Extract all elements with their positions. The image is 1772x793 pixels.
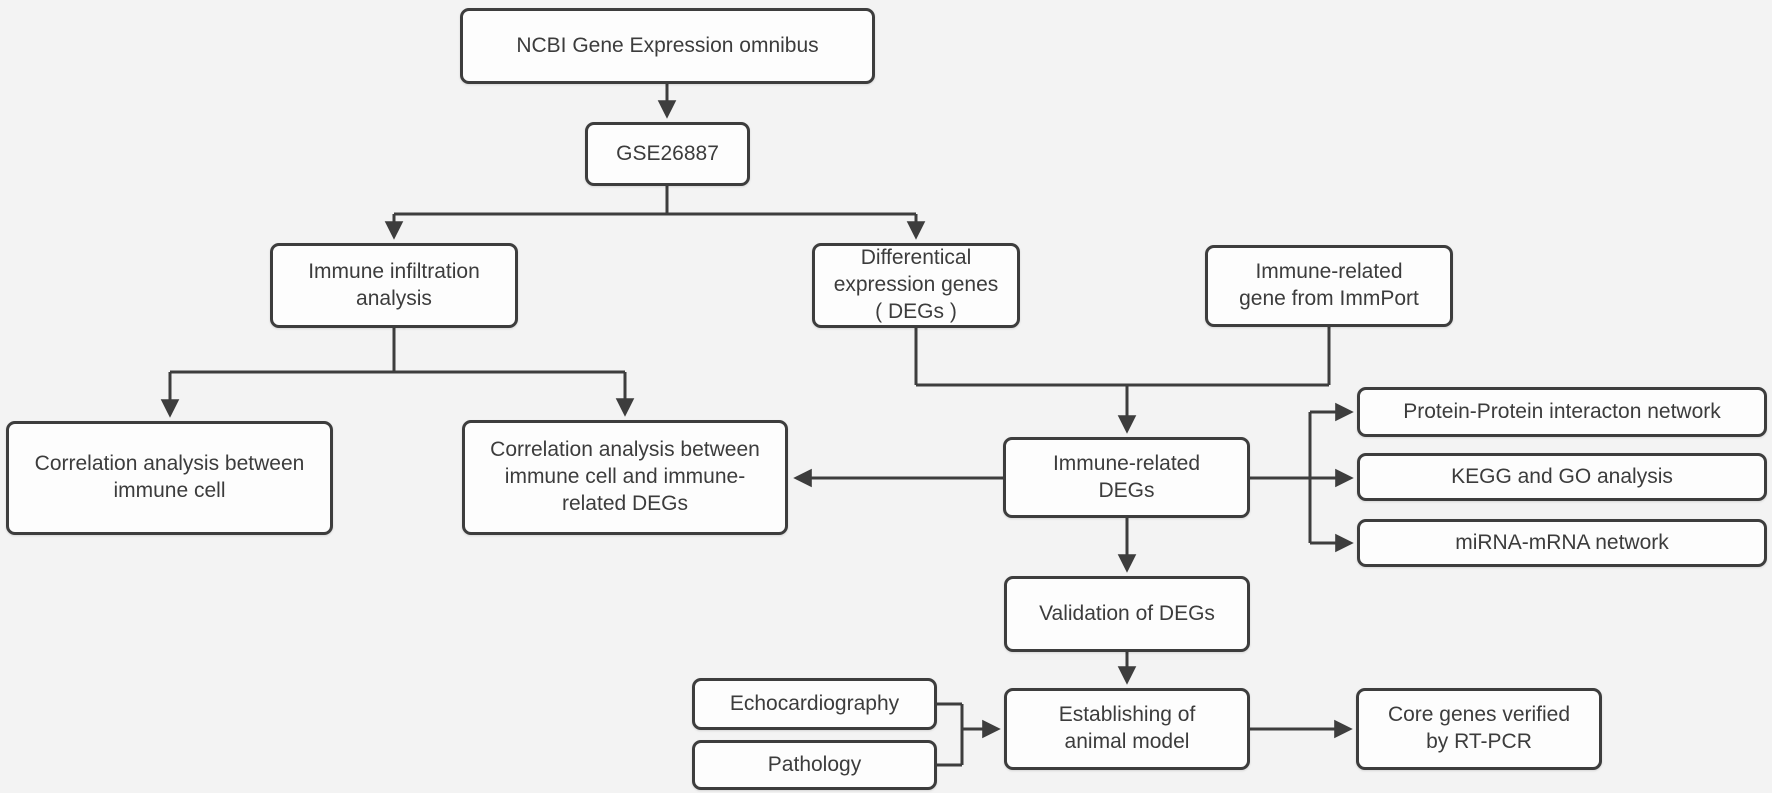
node-label: Validation of DEGs [1039,601,1215,625]
node-kegg-go-analysis: KEGG and GO analysis [1357,453,1767,501]
node-label: Immune-related DEGs [1052,451,1201,502]
node-label: GSE26887 [616,141,719,165]
node-label: Pathology [767,752,862,776]
node-establishing-animal-model: Establishing of animal model [1004,688,1250,770]
node-label: Differentical expression genes ( DEGs ) [833,246,999,323]
node-correlation-immune-cell-degs: Correlation analysis between immune cell… [462,420,788,535]
node-pathology: Pathology [692,740,937,790]
node-echocardiography: Echocardiography [692,678,937,730]
node-label: miRNA-mRNA network [1455,530,1669,554]
node-immune-related-degs: Immune-related DEGs [1003,437,1250,518]
node-gse26887: GSE26887 [585,122,750,186]
node-validation-of-degs: Validation of DEGs [1004,576,1250,652]
node-label: Correlation analysis between immune cell [34,452,305,502]
node-label: Establishing of animal model [1058,703,1196,753]
node-label: KEGG and GO analysis [1451,464,1673,488]
node-immune-infiltration-analysis: Immune infiltration analysis [270,243,518,328]
node-mirna-mrna-network: miRNA-mRNA network [1357,519,1767,567]
node-label: Immune infiltration analysis [308,259,480,310]
node-ncbi-geo: NCBI Gene Expression omnibus [460,8,875,84]
node-label: Core genes verified by RT-PCR [1387,703,1571,753]
node-immport-immune-genes: Immune-related gene from ImmPort [1205,245,1453,327]
node-label: Protein-Protein interacton network [1403,399,1721,423]
node-ppi-network: Protein-Protein interacton network [1357,387,1767,437]
node-core-genes-rtpcr: Core genes verified by RT-PCR [1356,688,1602,770]
node-label: Correlation analysis between immune cell… [490,438,760,515]
node-label: NCBI Gene Expression omnibus [516,33,819,57]
node-label: Immune-related gene from ImmPort [1239,260,1419,310]
node-differential-expression-genes: Differentical expression genes ( DEGs ) [812,243,1020,328]
node-correlation-immune-cell: Correlation analysis between immune cell [6,421,333,535]
node-label: Echocardiography [729,691,900,715]
